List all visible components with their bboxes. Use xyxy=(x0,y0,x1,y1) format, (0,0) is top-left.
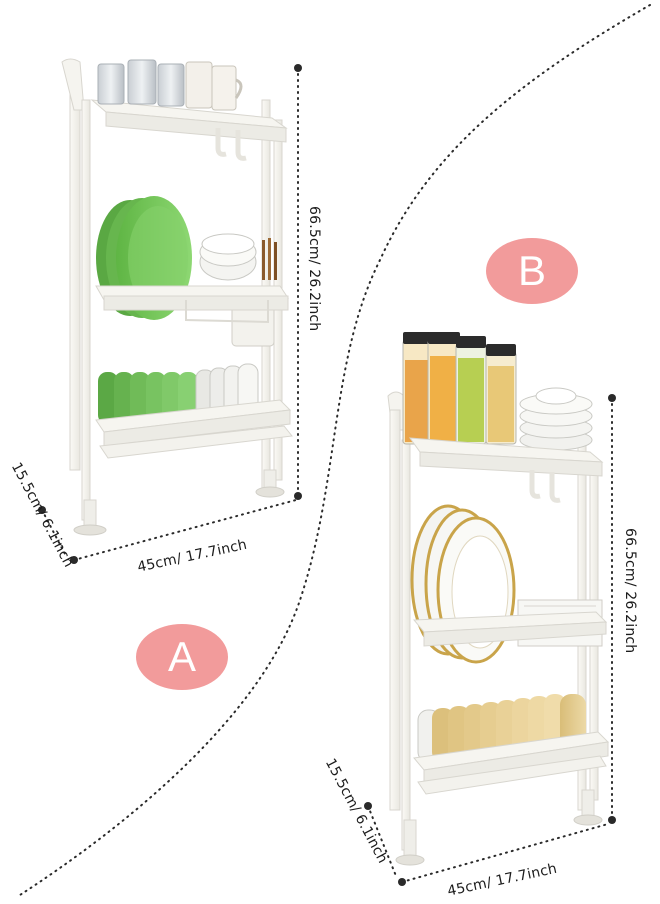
rack-b-dimension-lines xyxy=(364,394,616,886)
rack-a-height-label: 66.5cm/ 26.2inch xyxy=(306,206,322,332)
dish-rack-b-illustration xyxy=(387,332,610,866)
spaghetti-jar-icon xyxy=(402,332,461,445)
dish-rack-a-illustration xyxy=(61,58,293,536)
rack-a-dimension-lines xyxy=(38,64,302,564)
badge-b: B xyxy=(486,238,578,304)
badge-b-label: B xyxy=(517,247,546,294)
badge-a-label: A xyxy=(167,633,196,680)
rack-b-height-label: 66.5cm/ 26.2inch xyxy=(622,528,638,654)
badge-a: A xyxy=(136,624,228,690)
